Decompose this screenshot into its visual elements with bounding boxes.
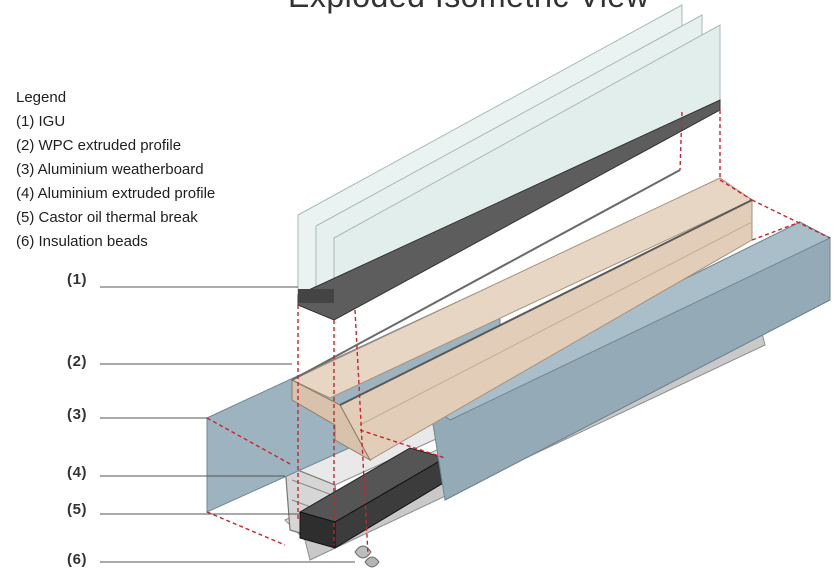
diagram-title: Exploded Isometric View — [288, 0, 649, 15]
legend-item-igu: (1) IGU — [16, 113, 66, 130]
callout-label-5: (5) — [67, 501, 88, 518]
legend: Legend (1) IGU (2) WPC extruded profile … — [16, 86, 215, 254]
insulation-bead — [354, 545, 372, 559]
legend-item-aluminium-profile: (4) Aluminium extruded profile — [16, 185, 216, 202]
igu-spacer-bar — [297, 99, 721, 321]
legend-heading: Legend — [16, 89, 67, 106]
legend-item-wpc: (2) WPC extruded profile — [16, 137, 182, 154]
callout-label-2: (2) — [67, 353, 88, 370]
callout-label-4: (4) — [67, 464, 88, 481]
thermal-break — [298, 447, 447, 549]
callout-label-3: (3) — [67, 406, 88, 423]
leader-lines — [100, 286, 355, 563]
callout-label-6: (6) — [67, 551, 88, 568]
wpc-profile — [290, 169, 754, 462]
insulation-bead — [364, 556, 380, 568]
legend-item-thermal-break: (5) Castor oil thermal break — [16, 209, 198, 226]
igu — [297, 4, 721, 321]
callout-label-1: (1) — [67, 271, 88, 288]
legend-item-weatherboard: (3) Aluminium weatherboard — [16, 161, 204, 178]
igu-spacer-end — [298, 289, 334, 303]
guide-lines — [206, 110, 831, 556]
legend-item-insulation-beads: (6) Insulation beads — [16, 233, 148, 250]
